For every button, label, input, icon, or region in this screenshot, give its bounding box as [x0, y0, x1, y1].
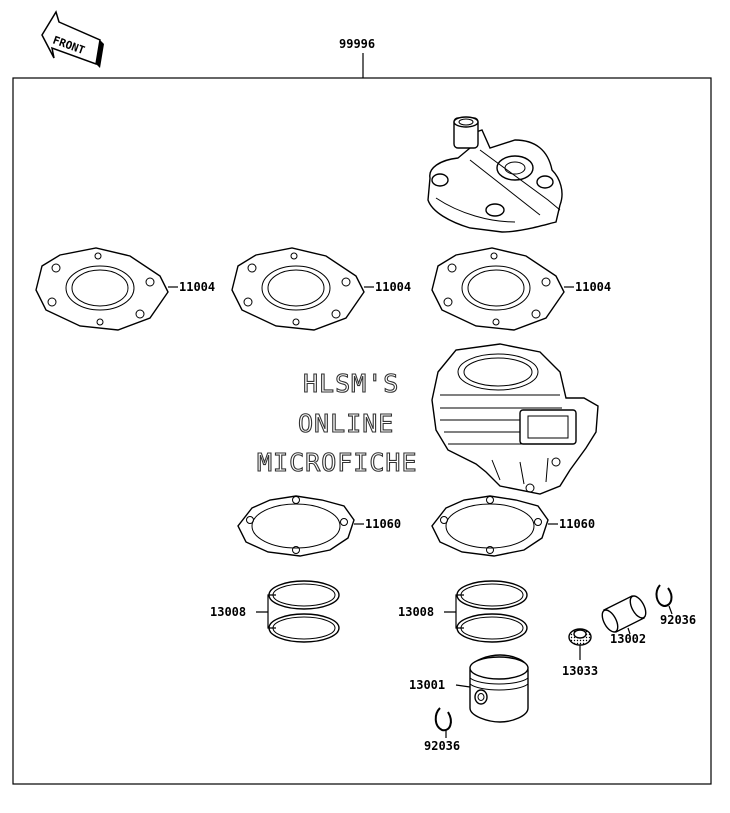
base-gasket-1: [237, 495, 355, 557]
label-ring-set-1: 13008: [210, 605, 246, 619]
circlip-top-drawing: [655, 584, 673, 608]
piston-rings-2: [456, 580, 528, 643]
label-head-gasket-2: 11004: [375, 280, 411, 294]
piston-pin-drawing: [601, 595, 647, 633]
cylinder-head-drawing: [427, 116, 563, 233]
label-ring-set-2: 13008: [398, 605, 434, 619]
kit-number-label: 99996: [339, 37, 375, 51]
label-piston-pin: 13002: [610, 632, 646, 646]
label-head-gasket-3: 11004: [575, 280, 611, 294]
leader-piston-pin: [627, 627, 631, 635]
cylinder-drawing: [431, 343, 599, 495]
piston-rings-1: [268, 580, 340, 643]
label-head-gasket-1: 11004: [179, 280, 215, 294]
leader-ring-set-1: [256, 594, 276, 629]
label-needle-bearing: 13033: [562, 664, 598, 678]
kit-frame: [12, 77, 712, 785]
head-gasket-1: [35, 247, 169, 331]
watermark-line-1: HLSM'S: [303, 369, 399, 398]
leader-clip-top: [668, 605, 673, 615]
label-clip-top: 92036: [660, 613, 696, 627]
leader-ring-set-2: [444, 594, 464, 629]
watermark-line-2: ONLINE: [298, 409, 394, 438]
front-arrow-icon: FRONT: [41, 10, 104, 68]
label-piston: 13001: [409, 678, 445, 692]
circlip-bottom-drawing: [434, 707, 452, 732]
label-clip-bottom: 92036: [424, 739, 460, 753]
head-gasket-2: [231, 247, 365, 331]
leader-piston: [455, 684, 471, 688]
needle-bearing-drawing: [568, 628, 592, 646]
piston-drawing: [469, 654, 529, 723]
head-gasket-3: [431, 247, 565, 331]
label-base-gasket-2: 11060: [559, 517, 595, 531]
label-base-gasket-1: 11060: [365, 517, 401, 531]
base-gasket-2: [431, 495, 549, 557]
watermark-line-3: MICROFICHE: [257, 448, 418, 477]
